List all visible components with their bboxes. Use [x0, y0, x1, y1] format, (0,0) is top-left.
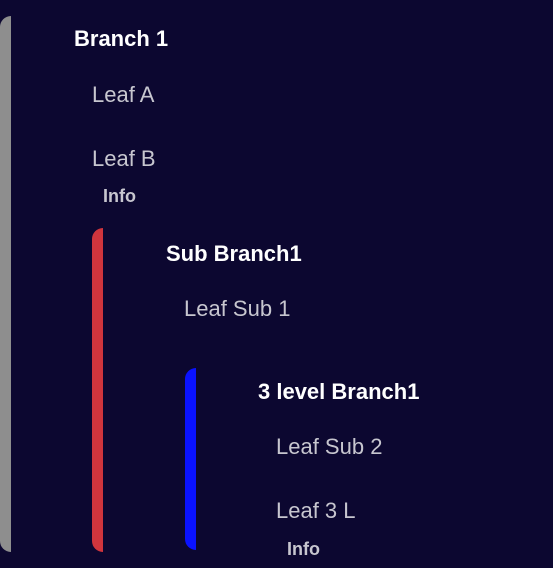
- leaf-sub-1[interactable]: Leaf Sub 1: [184, 296, 291, 321]
- branch-1-rail: [0, 16, 11, 552]
- branch-1-info: Info: [103, 186, 136, 206]
- sub-branch-1-rail: [92, 228, 103, 552]
- leaf-sub-2[interactable]: Leaf Sub 2: [276, 434, 383, 459]
- leaf-a[interactable]: Leaf A: [92, 82, 155, 107]
- level-3-branch-1-info: Info: [287, 539, 320, 559]
- branch-1-title[interactable]: Branch 1: [74, 26, 169, 51]
- sub-branch-1-title[interactable]: Sub Branch1: [166, 241, 302, 266]
- leaf-b[interactable]: Leaf B: [92, 146, 156, 171]
- level-3-branch-1-rail: [185, 368, 196, 550]
- leaf-3-l[interactable]: Leaf 3 L: [276, 498, 356, 523]
- level-3-branch-1-title[interactable]: 3 level Branch1: [258, 379, 420, 404]
